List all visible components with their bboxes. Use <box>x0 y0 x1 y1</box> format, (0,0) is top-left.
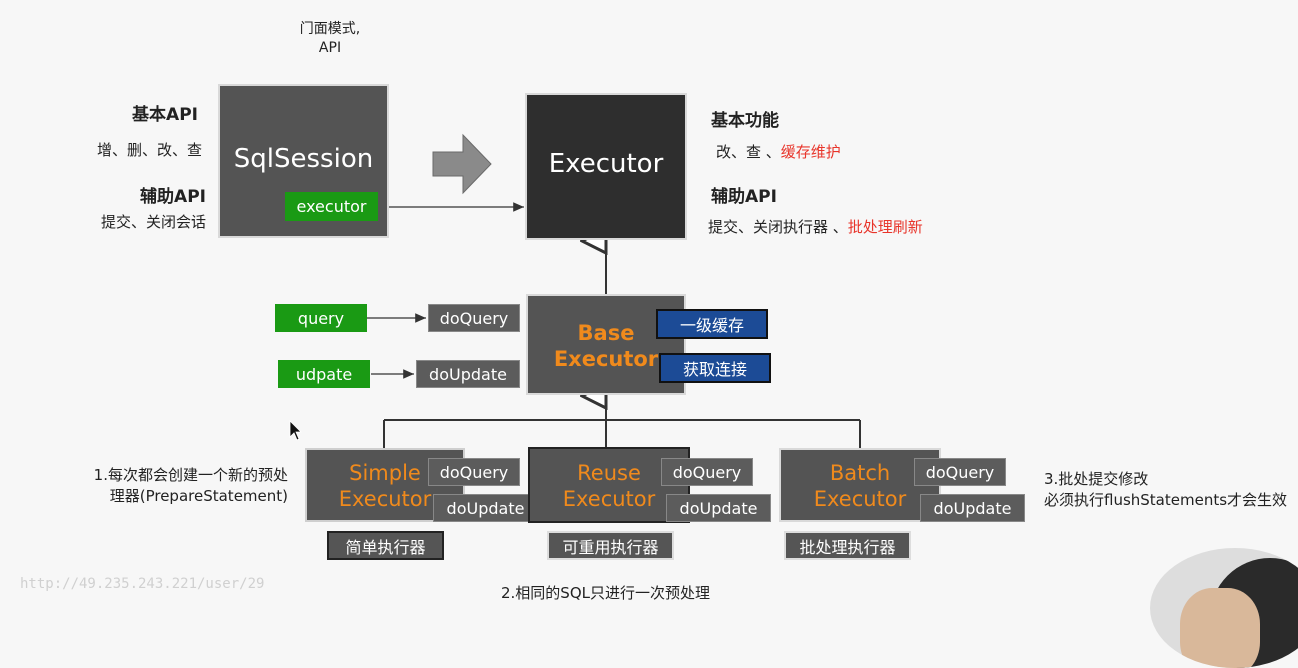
executor-aux-red: 批处理刷新 <box>847 218 923 236</box>
batch-doupdate-chip: doUpdate <box>920 494 1025 522</box>
executor-aux-text: 提交、关闭执行器 、批处理刷新 <box>708 216 923 237</box>
batch-executor-line2: Executor <box>813 487 907 511</box>
executor-aux-heading: 辅助API <box>711 187 777 207</box>
batch-doquery-chip: doQuery <box>914 458 1006 486</box>
sqlsession-basic-api-heading: 基本API <box>132 105 198 125</box>
base-doquery-chip: doQuery <box>428 304 520 332</box>
executor-title: Executor <box>548 149 664 179</box>
sqlsession-basic-api-text: 增、删、改、查 <box>96 141 202 159</box>
facade-note-line2: API <box>318 40 342 56</box>
base-executor-title-line2: Executor <box>553 347 659 371</box>
simple-doupdate-chip: doUpdate <box>433 494 538 522</box>
simple-note-line1: 1.每次都会创建一个新的预处 <box>93 466 288 484</box>
reuse-doupdate-chip: doUpdate <box>666 494 771 522</box>
base-executor-title-line1: Base <box>577 321 635 345</box>
simple-executor-label: 简单执行器 <box>327 531 444 560</box>
executor-interface-box: Executor <box>525 93 687 240</box>
executor-aux-plain: 提交、关闭执行器 、 <box>708 218 848 236</box>
presenter-video-overlay <box>1150 548 1298 668</box>
reuse-doquery-chip: doQuery <box>661 458 753 486</box>
update-chip: udpate <box>278 360 370 388</box>
simple-executor-line2: Executor <box>338 487 432 511</box>
reuse-note: 2.相同的SQL只进行一次预处理 <box>501 584 710 602</box>
get-connection-tag: 获取连接 <box>659 353 771 383</box>
simple-executor-line1: Simple <box>349 461 421 485</box>
query-chip: query <box>275 304 367 332</box>
sqlsession-aux-api-heading: 辅助API <box>140 187 206 207</box>
first-level-cache-tag: 一级缓存 <box>656 309 768 339</box>
base-doupdate-chip: doUpdate <box>416 360 520 388</box>
executor-basic-plain: 改、查 、 <box>716 143 781 161</box>
sqlsession-aux-api-text: 提交、关闭会话 <box>100 213 206 231</box>
simple-note-line2: 理器(PrepareStatement) <box>109 487 288 505</box>
sqlsession-title: SqlSession <box>233 144 374 174</box>
facade-note-line1: 门面模式, <box>299 21 361 37</box>
simple-doquery-chip: doQuery <box>428 458 520 486</box>
batch-executor-line1: Batch <box>829 461 891 485</box>
reuse-executor-line1: Reuse <box>577 461 641 485</box>
sqlsession-box: SqlSession executor <box>218 84 389 238</box>
batch-note-line2: 必须执行flushStatements才会生效 <box>1044 491 1288 509</box>
url-watermark: http://49.235.243.221/user/29 <box>20 576 265 592</box>
presenter-face <box>1180 588 1260 668</box>
block-arrow-icon <box>432 133 492 195</box>
batch-note-line1: 3.批处提交修改 <box>1044 470 1149 488</box>
executor-basic-text: 改、查 、缓存维护 <box>716 141 841 162</box>
batch-note: 3.批处提交修改 必须执行flushStatements才会生效 <box>1044 469 1287 511</box>
facade-note: 门面模式, API <box>290 20 370 58</box>
connector-lines <box>289 133 861 448</box>
executor-basic-red: 缓存维护 <box>780 143 841 161</box>
reuse-executor-label: 可重用执行器 <box>547 531 674 560</box>
simple-note: 1.每次都会创建一个新的预处 理器(PrepareStatement) <box>60 465 288 507</box>
executor-basic-heading: 基本功能 <box>711 111 779 131</box>
sqlsession-executor-field: executor <box>285 192 378 221</box>
reuse-executor-line2: Executor <box>562 487 656 511</box>
batch-executor-label: 批处理执行器 <box>784 531 911 560</box>
mouse-cursor-icon <box>289 420 302 441</box>
